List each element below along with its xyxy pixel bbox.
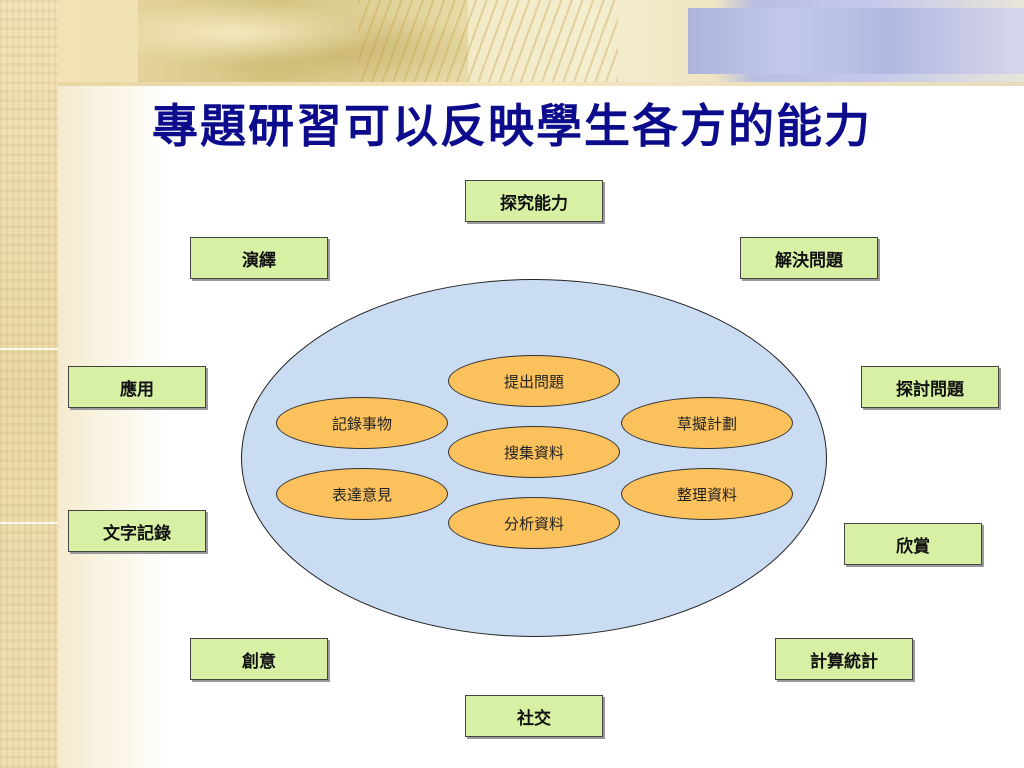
strip-seam — [0, 348, 58, 350]
banner-stone-photo — [688, 8, 1024, 74]
ability-box-investigating-problems: 探討問題 — [861, 366, 999, 408]
ability-box-problem-solving: 解決問題 — [740, 237, 878, 279]
process-pill-organize-data: 整理資料 — [621, 468, 793, 520]
process-pill-ask-questions: 提出問題 — [448, 355, 620, 407]
ability-box-social: 社交 — [465, 695, 603, 737]
banner-leaf-photo — [138, 0, 468, 82]
slide-title: 專題研習可以反映學生各方的能力 — [152, 99, 872, 153]
left-decorative-strip — [0, 0, 58, 768]
ability-box-deduction: 演繹 — [190, 237, 328, 279]
process-pill-record-things: 記錄事物 — [276, 397, 448, 449]
ability-box-creativity: 創意 — [190, 638, 328, 680]
process-pill-collect-data: 搜集資料 — [448, 426, 620, 478]
ability-box-inquiry: 探究能力 — [465, 180, 603, 222]
process-pill-draft-plan: 草擬計劃 — [621, 397, 793, 449]
process-pill-express-opinion: 表達意見 — [276, 468, 448, 520]
process-pill-analyze-data: 分析資料 — [448, 497, 620, 549]
ability-box-calculation-statistics: 計算統計 — [775, 638, 913, 680]
banner-grass-photo — [358, 0, 618, 86]
ability-box-application: 應用 — [68, 366, 206, 408]
top-banner-image — [58, 0, 1024, 86]
banner-divider — [58, 82, 1024, 86]
ability-box-appreciation: 欣賞 — [844, 523, 982, 565]
ability-box-written-record: 文字記錄 — [68, 510, 206, 552]
strip-seam — [0, 522, 58, 524]
